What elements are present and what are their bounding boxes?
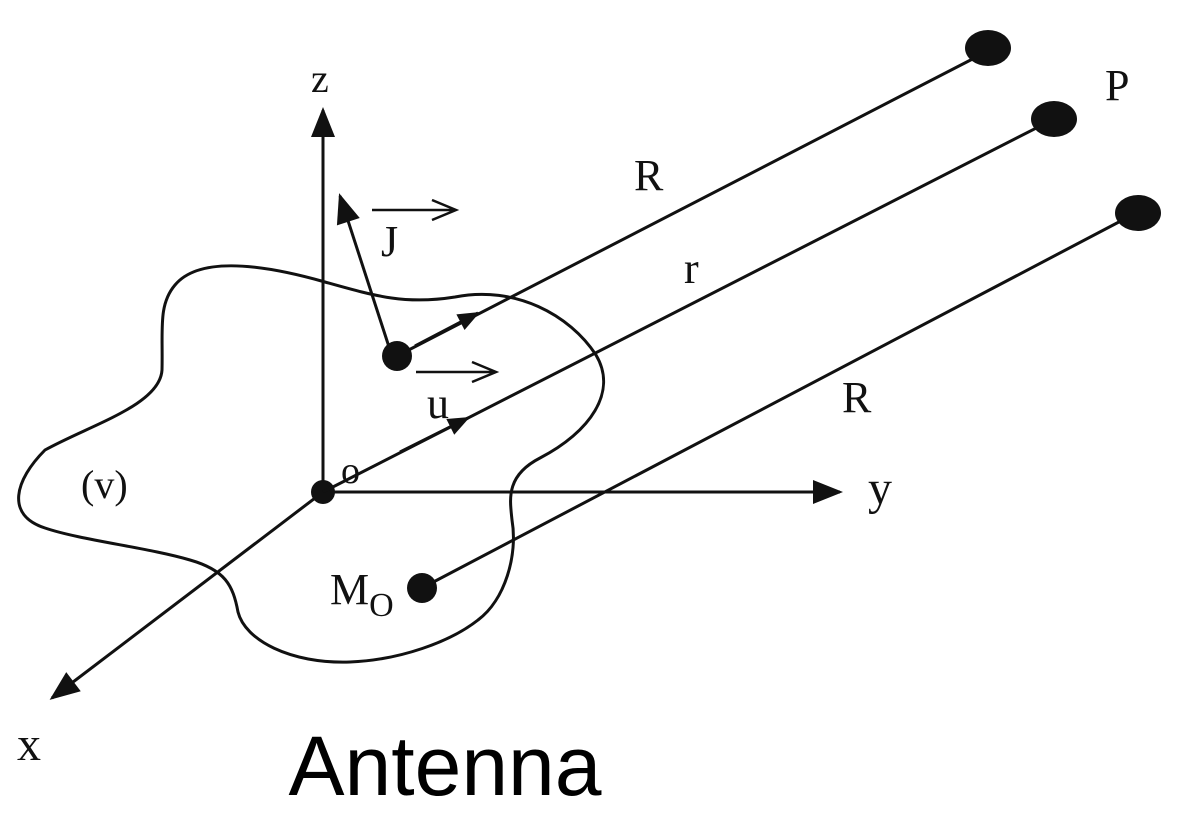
x-axis-label: x (17, 718, 41, 771)
ray-R-upper (396, 48, 991, 358)
source-point (382, 341, 412, 371)
volume-v-outline (17, 264, 606, 664)
arrow-along-R-upper (414, 311, 480, 348)
R-upper-label: R (634, 151, 664, 200)
x-axis (49, 490, 324, 700)
point-M0 (407, 573, 437, 603)
z-axis-label: z (311, 56, 329, 101)
M0-label-main: M (330, 565, 369, 614)
u-overbar-arrow (416, 360, 500, 384)
origin-label: o (341, 450, 360, 492)
arrow-along-r (399, 416, 470, 454)
point-P-lower (1115, 195, 1161, 231)
ray-R-lower (421, 211, 1137, 590)
u-label: u (427, 379, 449, 428)
volume-label: (v) (81, 462, 128, 507)
point-P (1031, 101, 1077, 137)
M0-label-subscript: O (369, 587, 394, 624)
caption: Antenna (288, 719, 602, 813)
point-P-upper (965, 30, 1011, 66)
J-overbar-arrow (372, 198, 460, 222)
R-lower-label: R (842, 373, 872, 422)
y-axis-label: y (868, 462, 892, 515)
P-label: P (1105, 61, 1129, 110)
M0-label: MO (330, 565, 394, 624)
J-label: J (381, 217, 398, 266)
J-vector (336, 193, 392, 351)
r-label: r (684, 244, 699, 293)
